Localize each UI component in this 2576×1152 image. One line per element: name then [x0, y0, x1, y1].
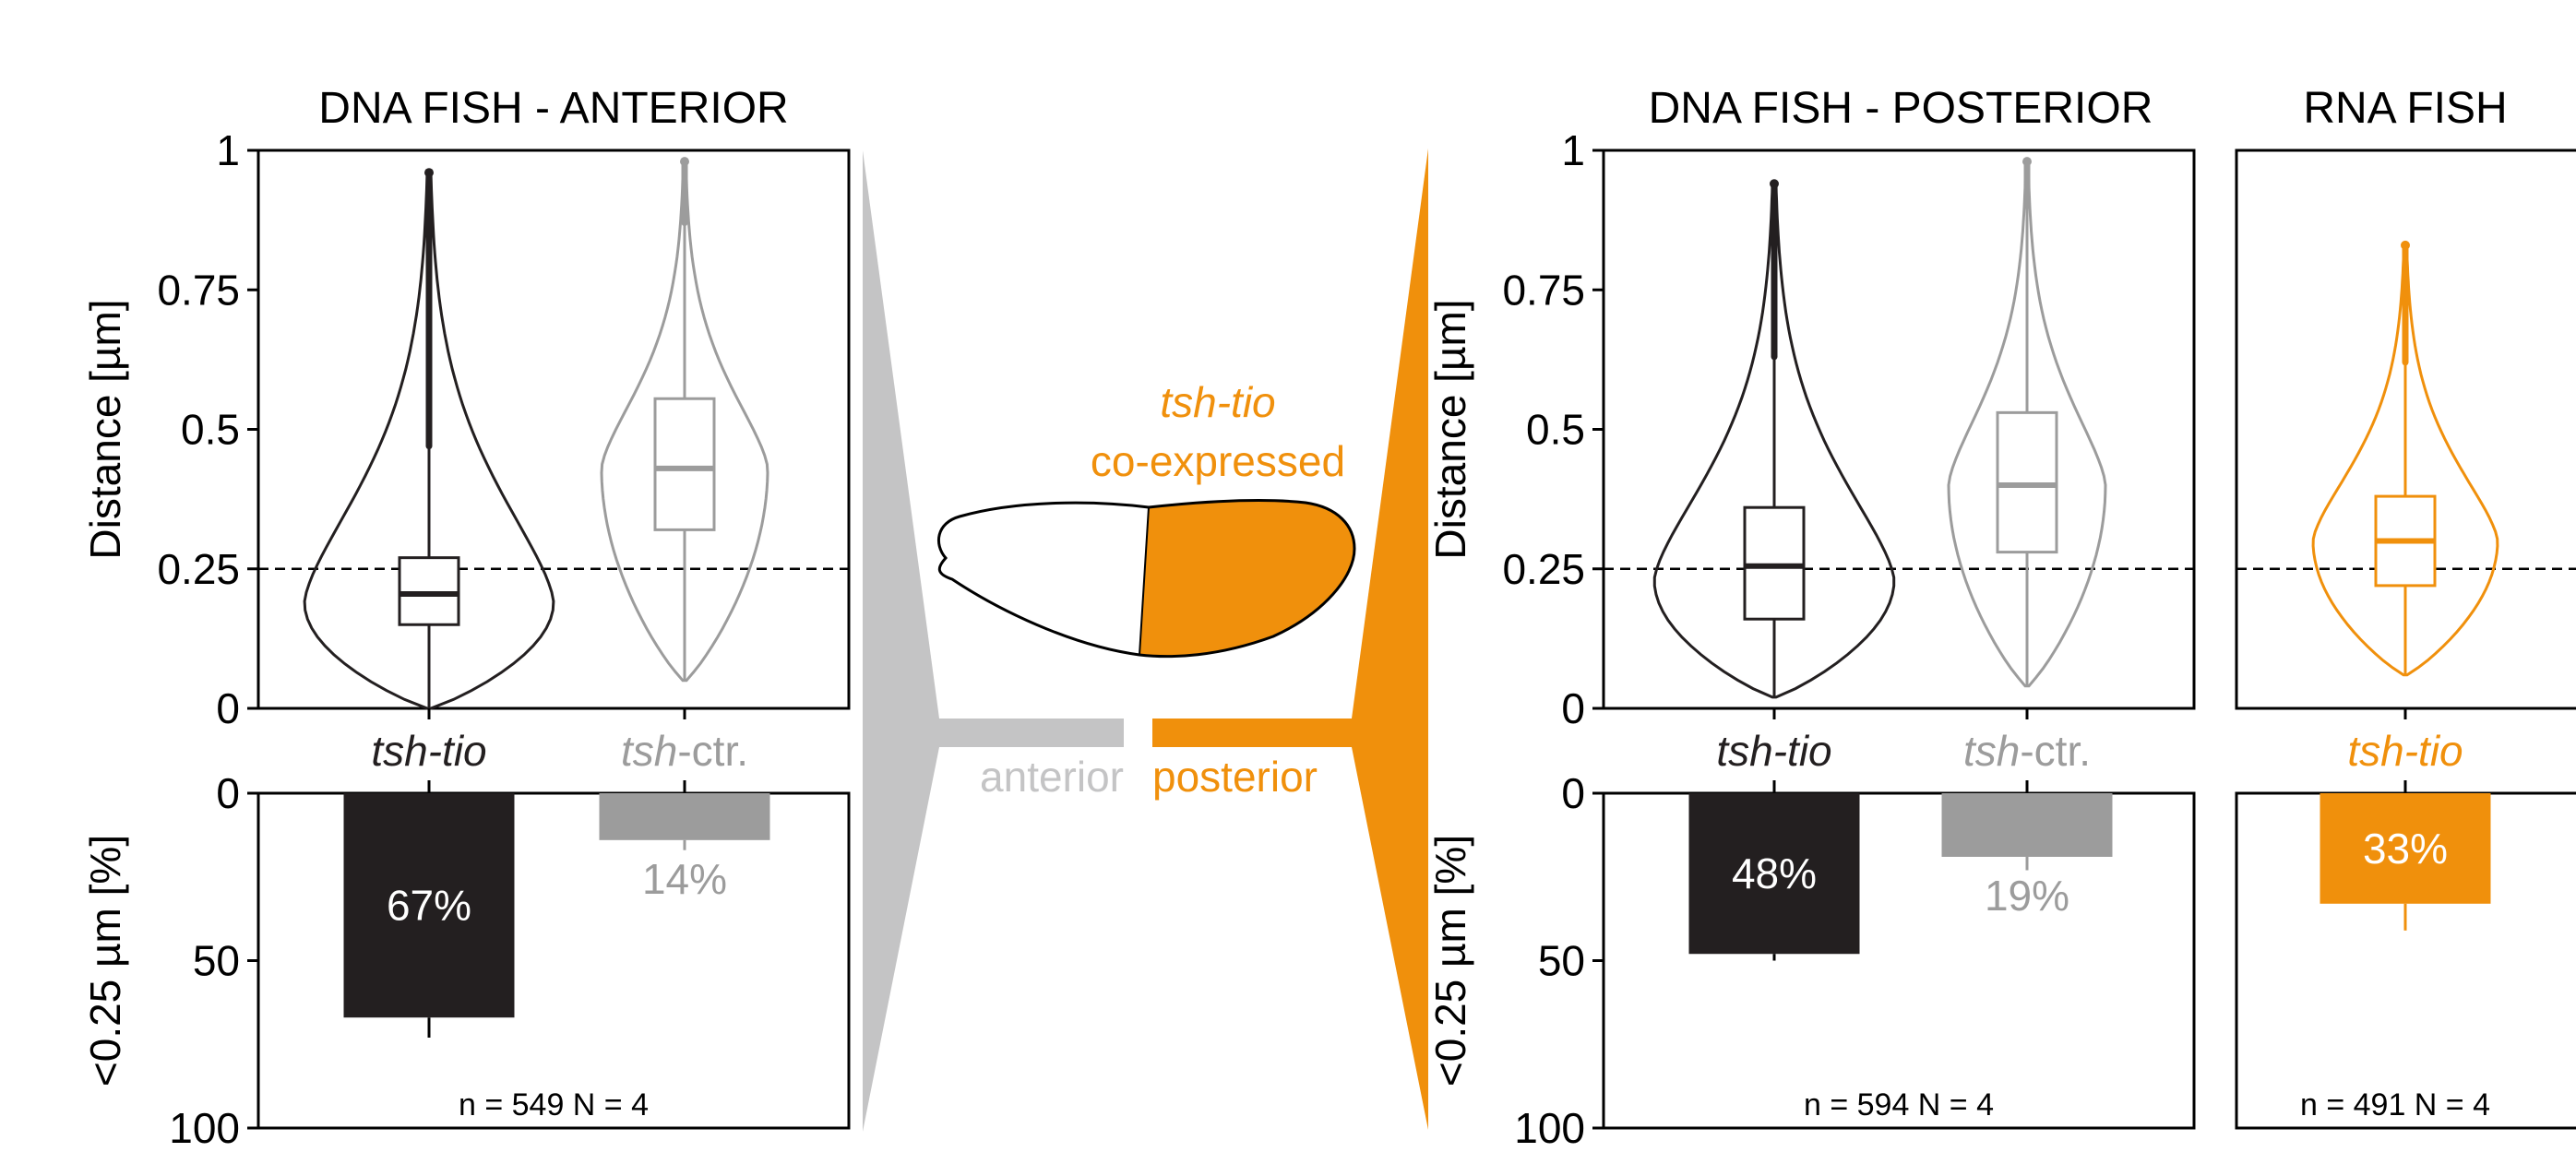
bar-group: 19% — [1941, 780, 2113, 920]
outlier-point — [424, 168, 434, 178]
violin-panel-rna: RNA FISH tsh-tio — [2235, 84, 2576, 775]
y-tick-label: 0 — [216, 769, 240, 817]
violin-panel-anterior: DNA FISH - ANTERIOR 0 0.25 0.5 0.75 1Distance… — [81, 84, 851, 775]
bar-value-label: 14% — [642, 855, 727, 903]
plot-frame — [256, 148, 851, 710]
outlier-point — [2022, 157, 2032, 167]
bar-value-label: 67% — [387, 882, 471, 930]
category-label: tsh-tio — [2347, 727, 2463, 775]
category-label: tsh-ctr. — [621, 727, 748, 775]
panel-title: DNA FISH - ANTERIOR — [318, 84, 788, 133]
bar-panel-posterior: 0 50 100 <0.25 µm [%] 48% 19% n = 594 N = 4 — [1426, 769, 2196, 1152]
embryo-title-italic: tsh-tio — [1160, 378, 1275, 426]
embryo-diagram — [937, 499, 1356, 659]
outlier-point — [680, 157, 689, 167]
y-tick-label: 50 — [193, 937, 240, 985]
category-label-italic: tsh — [1963, 727, 2020, 775]
y-axis-label: <0.25 µm [%] — [81, 835, 129, 1087]
bar — [2320, 793, 2491, 904]
violin-group: tsh-tio — [303, 168, 555, 775]
y-axis-label: Distance [µm] — [1426, 299, 1474, 559]
violin-group: tsh-tio — [1652, 179, 1896, 775]
category-label-rest: -ctr. — [2020, 727, 2091, 775]
bar-panel-anterior: 0 50 100 <0.25 µm [%] 67% 14% n = 549 N = 4 — [81, 769, 851, 1152]
bar-value-label: 48% — [1732, 849, 1817, 897]
y-axis-label: Distance [µm] — [81, 299, 129, 559]
violin-panel-posterior: DNA FISH - POSTERIOR 0 0.25 0.5 0.75 1Distanc… — [1426, 84, 2196, 775]
y-axis-label: <0.25 µm [%] — [1426, 835, 1474, 1087]
y-tick-label: 0.25 — [157, 545, 240, 593]
plot-frame — [2235, 148, 2576, 710]
category-label-italic: tsh-tio — [1716, 727, 1831, 775]
panel-title: RNA FISH — [2303, 84, 2507, 133]
y-tick-label: 0 — [216, 684, 240, 732]
y-tick-label: 100 — [169, 1104, 240, 1152]
box — [398, 556, 460, 626]
category-label-rest: -ctr. — [677, 727, 748, 775]
box — [653, 397, 716, 531]
outlier-point — [2401, 240, 2410, 250]
y-tick-label: 100 — [1514, 1104, 1585, 1152]
category-label: tsh-tio — [1716, 727, 1831, 775]
y-tick-label: 0.75 — [157, 266, 240, 314]
y-tick-label: 0 — [1561, 684, 1585, 732]
bar — [1688, 793, 1860, 955]
bar-value-label: 33% — [2363, 825, 2448, 873]
y-tick-label: 0.25 — [1502, 545, 1585, 593]
bar-group: 33% — [2320, 780, 2491, 931]
bar — [343, 793, 515, 1018]
anterior-wedge — [863, 150, 1124, 1132]
sample-size-annotation: n = 549 N = 4 — [459, 1087, 649, 1122]
posterior-wedge — [1152, 148, 1428, 1130]
posterior-label: posterior — [1152, 753, 1318, 801]
y-tick-label: 0 — [1561, 769, 1585, 817]
bar-group: 48% — [1688, 780, 1860, 961]
category-label: tsh-ctr. — [1963, 727, 2091, 775]
sample-size-annotation: n = 491 N = 4 — [2300, 1087, 2490, 1122]
y-tick-label: 0.5 — [181, 406, 240, 454]
y-tick-label: 1 — [1561, 126, 1585, 174]
category-label-italic: tsh-tio — [371, 727, 486, 775]
sample-size-annotation: n = 594 N = 4 — [1804, 1087, 1994, 1122]
bar-value-label: 19% — [1985, 872, 2069, 920]
anterior-label: anterior — [980, 753, 1124, 801]
y-tick-label: 1 — [216, 126, 240, 174]
box — [1996, 410, 2058, 554]
category-label-italic: tsh-tio — [2347, 727, 2463, 775]
bar-group: 14% — [599, 780, 770, 903]
bar — [599, 793, 770, 840]
box — [1743, 505, 1806, 621]
category-label-italic: tsh — [621, 727, 677, 775]
bar-group: 67% — [343, 780, 515, 1038]
bar — [1941, 793, 2113, 857]
category-label: tsh-tio — [371, 727, 486, 775]
outlier-point — [1770, 179, 1779, 189]
y-tick-label: 0.5 — [1526, 406, 1585, 454]
embryo-title-line2: co-expressed — [1091, 437, 1345, 485]
violin-group: tsh-ctr. — [1947, 157, 2107, 775]
plot-frame — [1602, 148, 2196, 710]
panel-title: DNA FISH - POSTERIOR — [1649, 84, 2153, 133]
bar-panel-rna: 33% n = 491 N = 4 — [2235, 780, 2576, 1130]
violin-group: tsh-ctr. — [600, 157, 769, 775]
y-tick-label: 0.75 — [1502, 266, 1585, 314]
violin-group: tsh-tio — [2311, 240, 2499, 775]
y-tick-label: 50 — [1538, 937, 1585, 985]
